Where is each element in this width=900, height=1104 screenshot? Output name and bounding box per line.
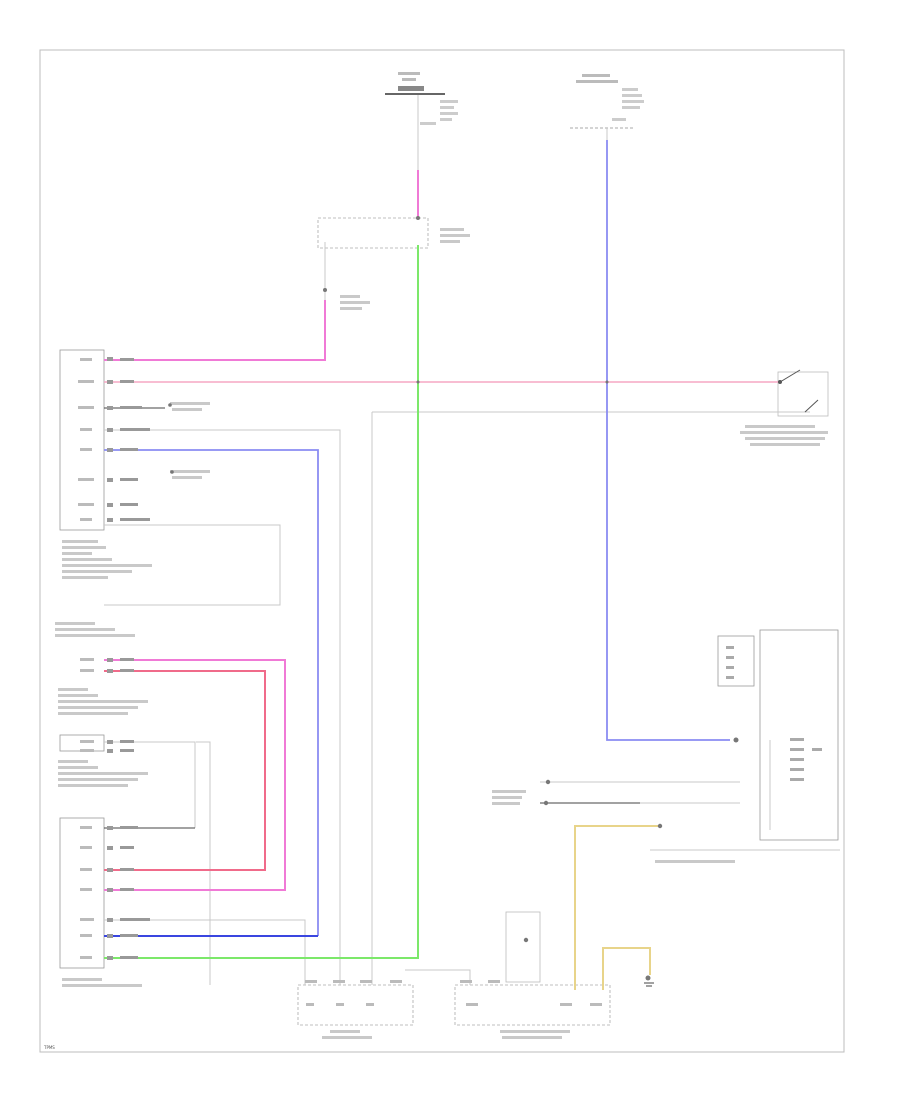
splice-points xyxy=(168,216,739,981)
junction-box-lower-mid xyxy=(454,984,611,1026)
gray-wires xyxy=(104,95,840,985)
green-wire xyxy=(104,245,419,959)
switch-symbol xyxy=(778,369,819,413)
lower-mid-component-box xyxy=(505,911,541,983)
light-blue-wire-right xyxy=(606,140,730,741)
connector-box-tpms-left xyxy=(59,349,105,531)
pink-wire-top xyxy=(104,170,419,361)
light-blue-wire-left xyxy=(104,449,319,936)
yellow-wire-long xyxy=(574,825,660,990)
switch-box-right xyxy=(777,371,829,417)
meter-assembly-box xyxy=(759,629,839,841)
bottom-connector-ticks xyxy=(305,980,602,1006)
red-wire-loop xyxy=(104,670,266,871)
component-caption-blocks xyxy=(55,228,828,1039)
junction-box-lower-left xyxy=(297,984,414,1026)
diagram-frame xyxy=(39,49,845,1053)
junction-box-upper xyxy=(317,217,429,249)
meter-internals xyxy=(726,646,822,781)
footer-code: TPMS xyxy=(43,1045,55,1050)
connector-box-left-bottom xyxy=(59,817,105,969)
pink-wire-loop xyxy=(104,659,286,891)
fuse-block-left xyxy=(385,72,458,125)
ground-symbol xyxy=(644,982,654,987)
yellow-wire-short xyxy=(602,947,651,990)
meter-connector-box xyxy=(717,635,755,687)
connector-pin-ticks xyxy=(107,357,150,960)
connector-pin-name-ticks xyxy=(78,358,94,959)
fuse-block-right xyxy=(570,74,644,129)
